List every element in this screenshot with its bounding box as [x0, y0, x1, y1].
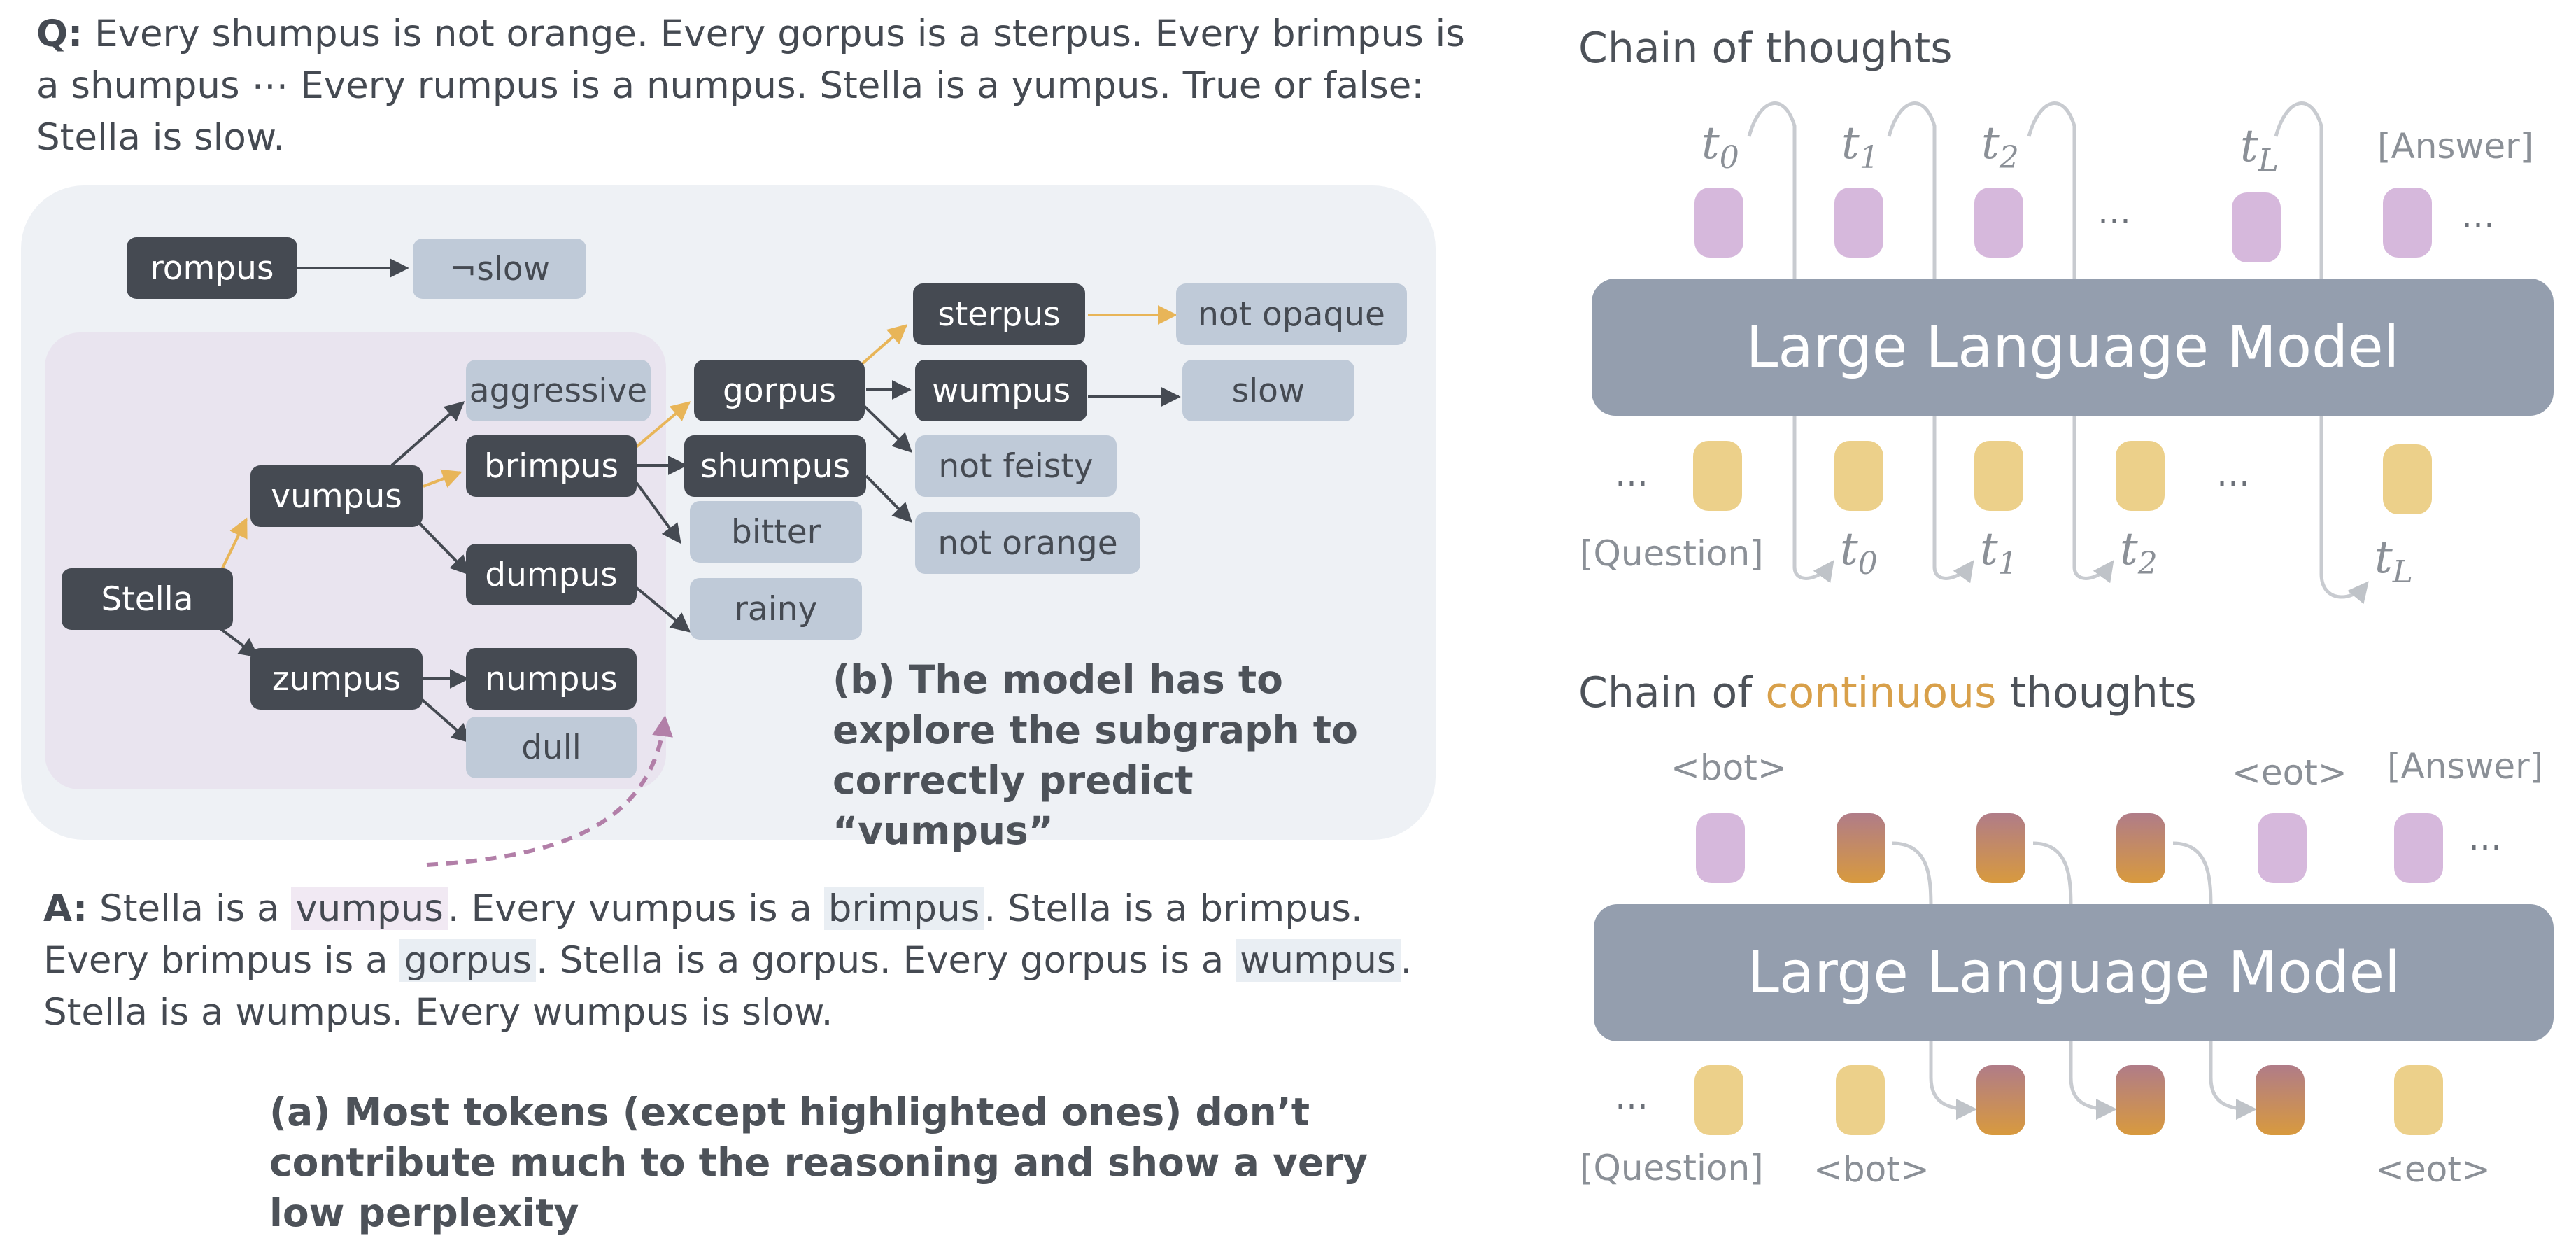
label-question-coconut: [Question] — [1580, 1148, 1764, 1188]
label-t1-top: t1 — [1841, 118, 1879, 176]
answer-prefix: A: — [43, 887, 88, 930]
question-body: Every shumpus is not orange. Every gorpu… — [36, 13, 1465, 159]
node-not-feisty: not feisty — [915, 435, 1117, 497]
node-shumpus: shumpus — [684, 435, 866, 497]
ellipsis-top-mid: … — [2097, 192, 2131, 232]
node-not-orange: not orange — [915, 512, 1140, 574]
label-t2-top: t2 — [1981, 118, 2019, 176]
highlight-brimpus: brimpus — [823, 887, 984, 930]
edge-gorpus-notfeisty — [863, 405, 913, 453]
label-bot-top: <bot> — [1671, 747, 1787, 788]
node-rainy: rainy — [690, 578, 862, 640]
token-input-t2 — [2116, 441, 2165, 511]
answer-seg-4: . Stella is a gorpus. Every gorpus is a — [536, 939, 1236, 982]
node-brimpus: brimpus — [466, 435, 637, 497]
label-answer-coconut: [Answer] — [2387, 746, 2544, 787]
question-text: Q: Every shumpus is not orange. Every go… — [36, 8, 1478, 164]
edge-dumpus-rainy — [635, 586, 691, 633]
label-question-bottom: [Question] — [1580, 533, 1764, 574]
token-coconut-bot-in — [1836, 1065, 1885, 1135]
label-answer-top: [Answer] — [2377, 126, 2534, 167]
node-not-opaque: not opaque — [1176, 283, 1407, 345]
token-input-t1 — [1974, 441, 2023, 511]
node-dumpus: dumpus — [466, 544, 637, 605]
coconut-heading-post: thoughts — [1996, 668, 2197, 717]
highlight-gorpus: gorpus — [399, 939, 537, 982]
node-sterpus: sterpus — [913, 283, 1085, 345]
node-not-slow: ¬slow — [413, 239, 586, 299]
edge-vumpus-brimpus — [423, 469, 462, 488]
label-eot-bottom: <eot> — [2375, 1149, 2491, 1190]
token-output-answer — [2383, 188, 2432, 258]
edge-gorpus-sterpus — [861, 324, 908, 365]
answer-seg-2: . Every vumpus is a — [447, 887, 824, 930]
cot-heading: Chain of thoughts — [1578, 24, 1953, 73]
ellipsis-coconut-top-right: … — [2468, 819, 2502, 858]
llm-box-coconut: Large Language Model — [1594, 904, 2554, 1041]
node-stella: Stella — [62, 568, 233, 630]
ellipsis-top-right: … — [2461, 196, 2495, 235]
node-bitter: bitter — [690, 501, 862, 563]
ellipsis-bottom-mid: … — [2216, 455, 2250, 494]
label-bot-bottom: <bot> — [1813, 1149, 1930, 1190]
token-continuous-in-1 — [1976, 1065, 2025, 1135]
edge-vumpus-dumpus — [411, 515, 470, 576]
label-t0-bottom: t0 — [1840, 523, 1878, 582]
node-gorpus: gorpus — [694, 360, 865, 421]
answer-text: A: Stella is a vumpus. Every vumpus is a… — [43, 883, 1443, 1039]
label-t1-bottom: t1 — [1980, 523, 2018, 582]
edge-brimpus-bitter — [635, 481, 681, 544]
node-vumpus: vumpus — [250, 465, 423, 527]
caption-b: (b) The model has to explore the subgrap… — [833, 657, 1358, 853]
label-eot-top: <eot> — [2232, 752, 2347, 793]
label-t2-bottom: t2 — [2120, 523, 2158, 582]
token-continuous-in-2 — [2116, 1065, 2165, 1135]
token-coconut-question-in — [1694, 1065, 1743, 1135]
token-continuous-out-1 — [1837, 813, 1885, 883]
token-output-tL — [2232, 192, 2281, 262]
dashed-arrow-vumpus — [426, 715, 673, 867]
node-rompus: rompus — [127, 237, 297, 299]
label-tL-bottom: tL — [2375, 532, 2413, 590]
label-tL-top: tL — [2240, 120, 2279, 178]
token-output-t0 — [1694, 188, 1743, 258]
highlight-wumpus: wumpus — [1236, 939, 1401, 982]
question-prefix: Q: — [36, 13, 83, 55]
token-output-t1 — [1834, 188, 1883, 258]
coconut-heading: Chain of continuous thoughts — [1578, 668, 2197, 717]
token-coconut-answer-out — [2394, 813, 2443, 883]
token-continuous-out-2 — [1976, 813, 2025, 883]
node-zumpus: zumpus — [250, 648, 423, 710]
token-continuous-out-3 — [2116, 813, 2165, 883]
coconut-heading-pre: Chain of — [1578, 668, 1766, 717]
token-input-tL — [2383, 444, 2432, 514]
token-coconut-bot-out — [1696, 813, 1745, 883]
edge-vumpus-aggressive — [390, 401, 465, 467]
token-continuous-in-3 — [2256, 1065, 2305, 1135]
answer-seg-1: Stella is a — [87, 887, 292, 930]
ellipsis-bottom-left: … — [1615, 455, 1648, 494]
highlight-vumpus: vumpus — [291, 887, 448, 930]
token-coconut-eot-out — [2258, 813, 2307, 883]
node-numpus: numpus — [466, 648, 637, 710]
answer-seg-5: . Stella is a wumpus. Every wumpus is sl… — [43, 939, 1413, 1034]
token-output-t2 — [1974, 188, 2023, 258]
token-input-question — [1693, 441, 1742, 511]
label-t0-top: t0 — [1701, 118, 1739, 176]
ellipsis-coconut-bottom-left: … — [1615, 1078, 1648, 1117]
llm-box-cot: Large Language Model — [1592, 279, 2554, 416]
node-dull: dull — [466, 717, 637, 778]
coconut-heading-accent: continuous — [1765, 668, 1997, 717]
answer-seg-3: . Stella is a brimpus. Every brimpus is … — [43, 887, 1363, 982]
token-input-t0 — [1834, 441, 1883, 511]
node-aggressive: aggressive — [466, 360, 651, 421]
edge-stella-vumpus — [219, 517, 248, 573]
edge-shumpus-notorange — [865, 474, 912, 523]
node-slow: slow — [1182, 360, 1354, 421]
node-wumpus: wumpus — [915, 360, 1087, 421]
token-coconut-eot-in — [2394, 1065, 2443, 1135]
edge-brimpus-gorpus — [634, 401, 691, 449]
